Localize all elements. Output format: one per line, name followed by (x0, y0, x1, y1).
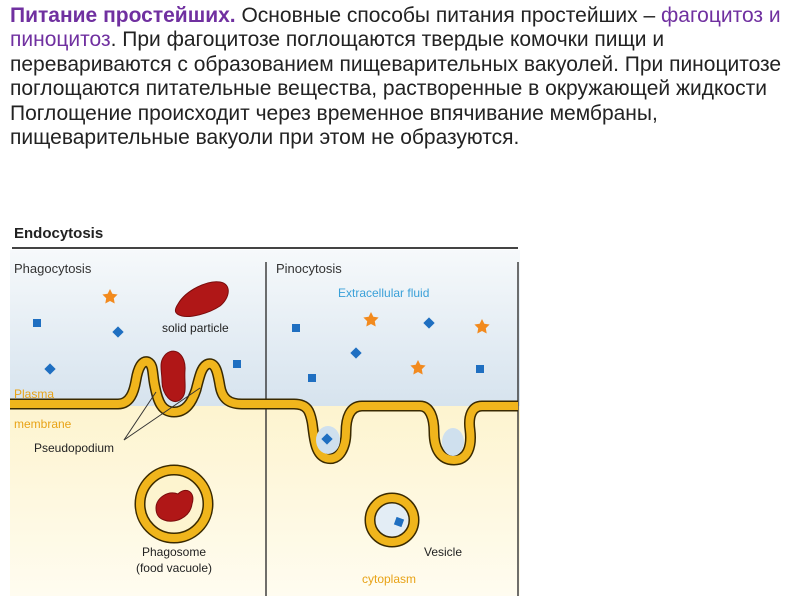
pinocytosis-title: Pinocytosis (276, 261, 342, 276)
phagocytosis-title: Phagocytosis (14, 261, 92, 276)
plasma-membrane-label-line2: membrane (14, 417, 72, 431)
molecule (33, 319, 41, 327)
phagosome-label-line1: Phagosome (142, 545, 206, 559)
molecule (308, 374, 316, 382)
cytoplasm-region (10, 406, 520, 596)
paragraph-body: . При фагоцитозе поглощаются твердые ком… (10, 28, 782, 150)
molecule (44, 363, 56, 375)
extracellular-region (10, 250, 520, 406)
invagination-fluid-2 (442, 428, 464, 456)
paragraph-lead: Питание простейших. (10, 4, 236, 27)
vesicle-label: Vesicle (424, 545, 462, 559)
extracellular-fluid-label: Extracellular fluid (338, 286, 429, 300)
cytoplasm-label: cytoplasm (362, 572, 416, 586)
molecule (233, 360, 241, 368)
molecule (292, 324, 300, 332)
digested-particle (155, 489, 194, 522)
pseudopodium-pointer (123, 391, 157, 441)
pseudopodium-pointer (123, 387, 201, 441)
endocytosis-diagram: Endocytosis Phagocytosis Pinocytosis Ext… (10, 225, 520, 596)
plasma-membrane-label-line1: Plasma (14, 387, 54, 401)
paragraph-highlight: фагоцитоз и пиноцитоз (10, 4, 781, 52)
engulfed-particle (160, 350, 186, 402)
pseudopodium-label: Pseudopodium (34, 441, 114, 455)
diagram-title: Endocytosis (14, 225, 103, 242)
solid-particle-label: solid particle (162, 321, 229, 335)
intro-paragraph: Питание простейших. Основные способы пит… (10, 4, 790, 150)
paragraph-intro: Основные способы питания простейших – (235, 4, 661, 27)
molecule (476, 365, 484, 373)
phagosome-label-line2: (food vacuole) (136, 561, 212, 575)
solid-particle (174, 281, 229, 317)
molecule-in-invagination (321, 433, 333, 445)
vesicle-molecule (393, 516, 405, 528)
